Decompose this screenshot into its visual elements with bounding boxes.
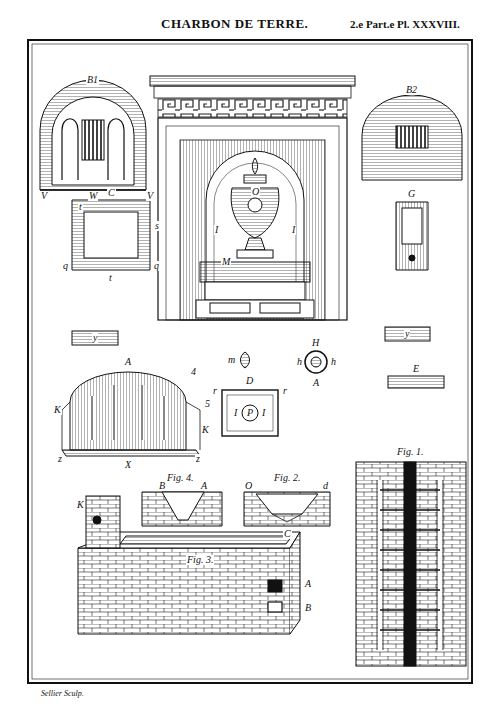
callout-letter: V (146, 191, 154, 201)
figure-label: Fig. 3. (186, 555, 214, 565)
callout-letter: A (304, 579, 312, 589)
callout-letter: q (62, 261, 69, 271)
callout-letter: t (108, 273, 113, 283)
callout-letter: A (312, 378, 320, 388)
callout-letter: z (57, 454, 63, 464)
figure-label: Fig. 4. (166, 473, 194, 483)
callout-letter: 4 (190, 367, 197, 377)
callout-letter: d (322, 481, 329, 491)
callout-letter: D (245, 376, 254, 386)
callout-letter: B (158, 481, 166, 491)
figure-label: Fig. 1. (396, 447, 424, 457)
callout-letter: h (330, 357, 337, 367)
figure-label: Fig. 2. (273, 473, 301, 483)
callout-letter: E (412, 364, 420, 374)
callout-letter: B (304, 603, 312, 613)
callout-letter: A (124, 357, 132, 367)
callout-letter: q (153, 261, 160, 271)
callout-letter: H (311, 338, 320, 348)
callout-letter: B1 (86, 75, 99, 85)
callout-letter: C (107, 188, 116, 198)
callout-letter: P (246, 408, 254, 418)
plate-number: 2.e Part.e Pl. XXXVIII. (349, 19, 461, 30)
callout-letter: C (283, 529, 292, 539)
callout-letter: z (195, 454, 201, 464)
callout-letter: t (78, 202, 83, 212)
plate-title: CHARBON DE TERRE. (161, 16, 308, 32)
callout-letter: X (124, 460, 132, 470)
callout-letter: s (154, 221, 160, 231)
callout-letter: K (201, 425, 210, 435)
engraver-signature: Sellier Sculp. (40, 690, 85, 698)
callout-letter: O (244, 481, 253, 491)
callout-letter: G (407, 189, 416, 199)
callout-letter: I (261, 408, 266, 418)
callout-letter: 5 (204, 399, 211, 409)
callout-letter: I (291, 225, 296, 235)
callout-letter: B2 (405, 85, 418, 95)
callout-letter: O (251, 187, 260, 197)
callout-letter: r (212, 386, 218, 396)
callout-letter: V (40, 191, 48, 201)
callout-letter: m (227, 355, 236, 365)
callout-letter: I (233, 408, 238, 418)
callout-letter: r (282, 386, 288, 396)
callout-letter: I (214, 225, 219, 235)
callout-letter: W (88, 191, 98, 201)
callout-letter: A (200, 481, 208, 491)
callout-letter: K (53, 405, 62, 415)
callout-letter: K (76, 500, 85, 510)
callout-letter: y (92, 333, 98, 343)
callout-letter: M (221, 257, 231, 267)
callout-letter: h (296, 357, 303, 367)
callout-letter: y (404, 329, 410, 339)
